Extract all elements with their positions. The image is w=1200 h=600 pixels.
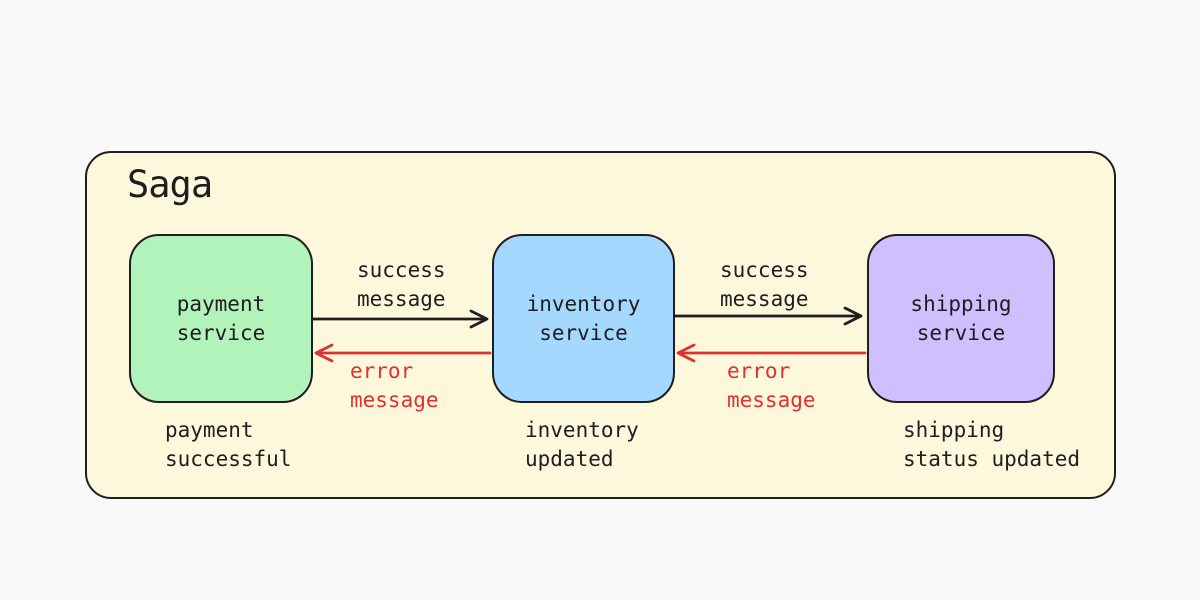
edge-label-line: message: [357, 287, 446, 311]
caption-line: status updated: [903, 447, 1081, 471]
node-inventory-service: inventory service: [492, 234, 675, 403]
edge-label-line: message: [727, 388, 816, 412]
edge-label-success-message-2: success message: [720, 256, 809, 314]
node-label-line: shipping: [910, 291, 1012, 316]
node-payment-service: payment service: [129, 234, 313, 403]
edge-label-line: success: [720, 258, 809, 282]
edge-label-error-message-1: error message: [350, 357, 439, 415]
caption-line: updated: [525, 447, 614, 471]
edge-label-line: error: [350, 359, 414, 383]
caption-inventory-updated: inventory updated: [525, 416, 639, 474]
saga-title: Saga: [127, 163, 213, 206]
edge-label-line: message: [720, 287, 809, 311]
caption-line: shipping: [903, 418, 1005, 442]
node-shipping-service: shipping service: [867, 234, 1055, 403]
node-label-line: service: [539, 320, 628, 345]
node-label-line: inventory: [526, 291, 641, 316]
edge-label-line: error: [727, 359, 791, 383]
node-label-line: service: [176, 320, 266, 345]
node-label-line: service: [916, 320, 1006, 345]
caption-payment-successful: payment successful: [165, 416, 291, 474]
edge-label-error-message-2: error message: [727, 357, 816, 415]
edge-label-line: message: [350, 388, 439, 412]
caption-line: successful: [165, 447, 292, 471]
caption-line: inventory: [525, 418, 639, 442]
caption-shipping-status-updated: shipping status updated: [903, 416, 1080, 474]
node-label-line: payment: [176, 291, 266, 316]
edge-label-line: success: [357, 258, 446, 282]
edge-label-success-message-1: success message: [357, 256, 446, 314]
caption-line: payment: [165, 418, 254, 442]
